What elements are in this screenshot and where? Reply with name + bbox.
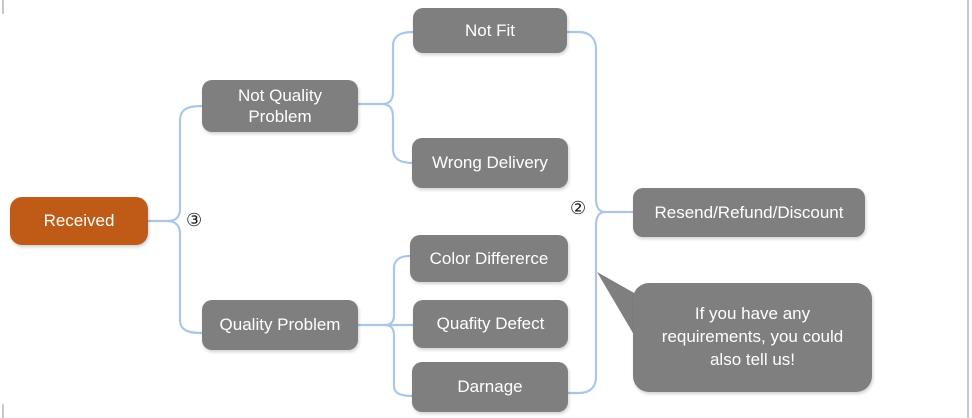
callout-line-2: requirements, you could	[661, 327, 844, 347]
step-label-3: ③	[186, 210, 203, 231]
connector-qp-brace	[384, 254, 414, 398]
callout-line-3: also tell us!	[709, 349, 796, 369]
node-received: Received	[10, 197, 148, 245]
page-edge-bottom-left	[2, 404, 4, 418]
callout-bubble: If you have any requirements, you could …	[633, 283, 872, 392]
node-darnage: Darnage	[412, 362, 568, 412]
node-quafity-defect: Quafity Defect	[413, 300, 568, 348]
step-label-2: ②	[570, 198, 587, 219]
node-color-differerce: Color Differerce	[410, 235, 568, 282]
connector-nqp-brace	[381, 30, 415, 165]
node-not-quality-problem: Not Quality Problem	[202, 80, 358, 132]
node-resolution: Resend/Refund/Discount	[633, 188, 865, 237]
node-wrong-delivery: Wrong Delivery	[412, 138, 568, 188]
connector-received-brace	[166, 104, 204, 335]
page-edge-right	[967, 0, 969, 418]
node-quality-problem: Quality Problem	[202, 300, 358, 350]
callout-line-1: If you have any	[694, 304, 811, 324]
node-not-fit: Not Fit	[413, 8, 567, 53]
page-edge-top-left	[2, 0, 4, 14]
